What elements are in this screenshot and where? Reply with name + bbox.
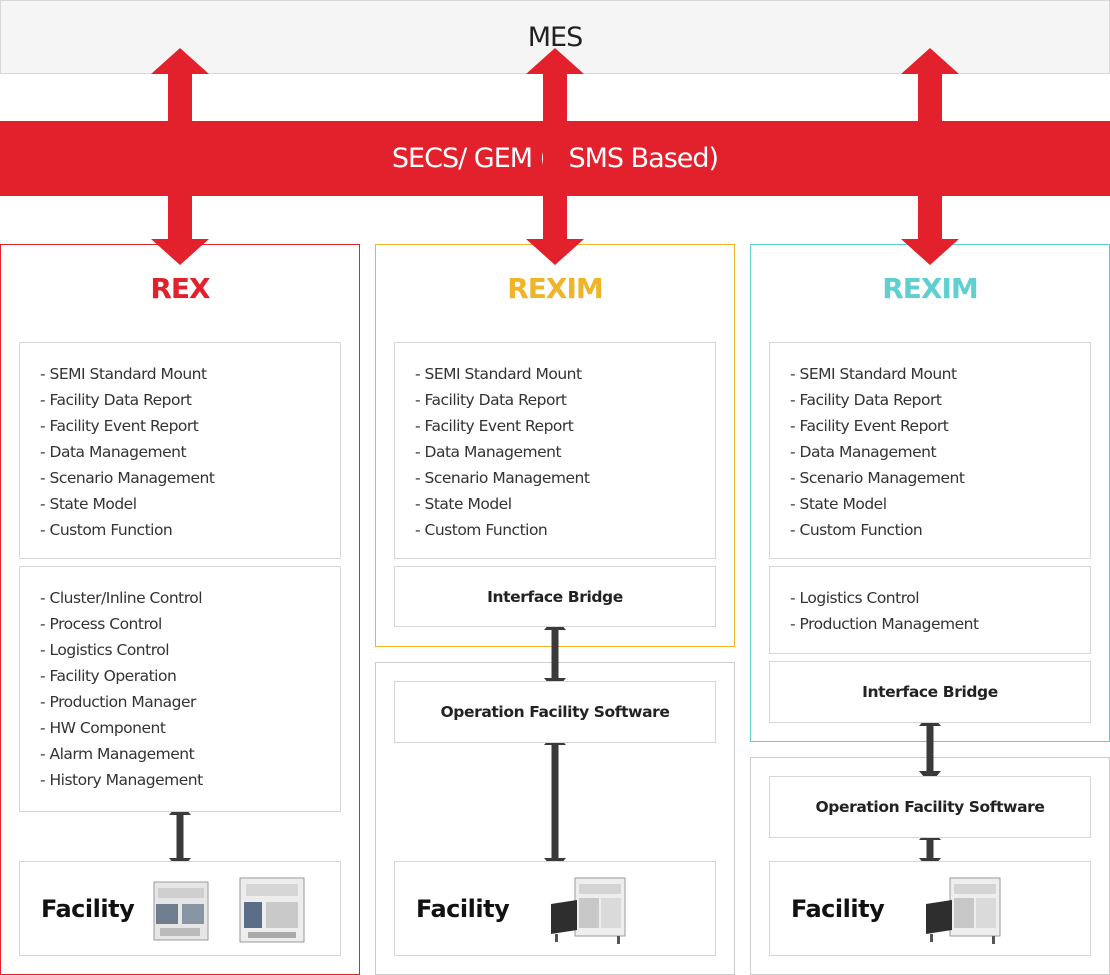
rexim-title-2: REXIM xyxy=(882,272,979,305)
feature-item: - Custom Function xyxy=(415,521,548,539)
rexim-2-interface-bridge: Interface Bridge xyxy=(769,661,1091,723)
rex-control-features: - Cluster/Inline Control - Process Contr… xyxy=(19,566,341,812)
feature-item: - Facility Data Report xyxy=(415,391,567,409)
feature-item: - State Model xyxy=(40,495,137,513)
operation-software-label: Operation Facility Software xyxy=(440,703,670,721)
feature-item: - State Model xyxy=(790,495,887,513)
feature-item: - Facility Event Report xyxy=(415,417,574,435)
feature-item: - Data Management xyxy=(415,443,562,461)
dark-arrow-bridge-ops-1 xyxy=(544,617,566,691)
feature-item: - Facility Event Report xyxy=(40,417,199,435)
red-arrow-rex xyxy=(151,48,209,265)
rexim-2-control-features: - Logistics Control - Production Managem… xyxy=(769,566,1091,654)
facility-equipment-image xyxy=(551,877,626,944)
feature-item: - SEMI Standard Mount xyxy=(790,365,957,383)
rexim-2-operation-software: Operation Facility Software xyxy=(769,776,1091,838)
red-arrow-rexim-1 xyxy=(526,48,584,265)
feature-item: - Data Management xyxy=(40,443,187,461)
feature-item: - Scenario Management xyxy=(790,469,965,487)
feature-item: - Production Management xyxy=(790,615,979,633)
facility-label: Facility xyxy=(41,894,135,923)
dark-arrow-ops-facility-2 xyxy=(919,827,941,871)
dark-arrow-ops-facility-1 xyxy=(544,732,566,871)
feature-item: - Custom Function xyxy=(790,521,923,539)
rexim-2-standard-features: - SEMI Standard Mount - Facility Data Re… xyxy=(769,342,1091,559)
facility-equipment-image xyxy=(153,877,305,943)
mes-label: MES xyxy=(527,21,583,53)
feature-item: - Scenario Management xyxy=(40,469,215,487)
rex-facility-box: Facility xyxy=(19,861,341,956)
dark-arrow-bridge-ops-2 xyxy=(919,713,941,784)
dark-arrow-rex-facility xyxy=(169,802,191,871)
feature-item: - HW Component xyxy=(40,719,166,737)
feature-item: - Custom Function xyxy=(40,521,173,539)
rex-title: REX xyxy=(150,272,210,305)
feature-item: - Alarm Management xyxy=(40,745,195,763)
facility-label: Facility xyxy=(791,894,885,923)
feature-item: - SEMI Standard Mount xyxy=(415,365,582,383)
rexim-1-facility-box: Facility xyxy=(394,861,716,956)
feature-item: - Logistics Control xyxy=(790,589,920,607)
feature-item: - Data Management xyxy=(790,443,937,461)
feature-item: - Process Control xyxy=(40,615,162,633)
rexim-2-facility-box: Facility xyxy=(769,861,1091,956)
interface-bridge-label: Interface Bridge xyxy=(862,683,998,701)
feature-item: - Facility Event Report xyxy=(790,417,949,435)
feature-item: - Facility Data Report xyxy=(40,391,192,409)
feature-item: - Facility Data Report xyxy=(790,391,942,409)
feature-item: - Production Manager xyxy=(40,693,196,711)
feature-item: - History Management xyxy=(40,771,203,789)
rexim-1-standard-features: - SEMI Standard Mount - Facility Data Re… xyxy=(394,342,716,559)
feature-item: - State Model xyxy=(415,495,512,513)
interface-bridge-label: Interface Bridge xyxy=(487,587,623,606)
facility-label: Facility xyxy=(416,894,510,923)
rexim-1-interface-bridge: Interface Bridge xyxy=(394,566,716,627)
rex-standard-features: - SEMI Standard Mount - Facility Data Re… xyxy=(19,342,341,559)
rexim-1-operation-software: Operation Facility Software xyxy=(394,681,716,743)
rexim-title-1: REXIM xyxy=(507,272,604,305)
feature-item: - Logistics Control xyxy=(40,641,170,659)
feature-item: - Scenario Management xyxy=(415,469,590,487)
feature-item: - SEMI Standard Mount xyxy=(40,365,207,383)
feature-item: - Cluster/Inline Control xyxy=(40,589,203,607)
red-arrow-rexim-2 xyxy=(901,48,959,265)
facility-equipment-image xyxy=(926,877,1001,944)
feature-item: - Facility Operation xyxy=(40,667,177,685)
operation-software-label: Operation Facility Software xyxy=(815,798,1045,816)
